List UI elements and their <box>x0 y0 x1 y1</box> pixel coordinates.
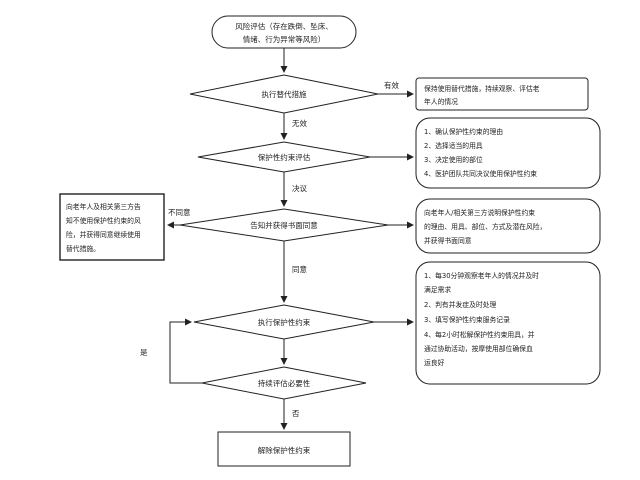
note2-line-2: 2、选择适当的用具 <box>424 141 483 150</box>
loop-yes-label: 是 <box>140 348 148 357</box>
note1-box <box>415 77 589 111</box>
left-box-line-4: 替代措施。 <box>66 244 100 253</box>
note1-line-2: 年人的情况 <box>424 97 458 106</box>
start-line-1: 风险评估（存在跌倒、坠床、 <box>235 21 333 31</box>
left-box <box>59 193 165 261</box>
note4-line-3: 2、判有并发症及时处理 <box>424 300 496 309</box>
step4-label: 执行保护性约束 <box>258 317 311 327</box>
start-line-2: 情绪、行为异常等风险） <box>243 34 326 44</box>
step5-no-label: 否 <box>292 409 300 418</box>
note4-line-4: 3、填写保护性约束服务记录 <box>424 315 510 324</box>
step3-yes-label: 同意 <box>292 264 307 274</box>
left-box-line-1: 向老年人及相关第三方告 <box>66 202 141 211</box>
step5-label: 持续评估必要性 <box>258 378 311 388</box>
step2-label: 保护性约束评估 <box>258 152 311 162</box>
left-box-line-2: 知不使用保护性约束的风 <box>66 216 141 225</box>
step2-out-label: 决议 <box>292 183 307 193</box>
note4-line-2: 满足需求 <box>424 285 451 294</box>
note2-line-1: 1、确认保护性约束的理由 <box>424 127 503 136</box>
note2-line-3: 3、决定使用的部位 <box>424 155 483 164</box>
end-node <box>217 431 351 467</box>
connector-loop-back <box>169 318 202 384</box>
step1-yes-label: 有效 <box>384 80 399 90</box>
note3-line-1: 向老年人/相关第三方说明保护性约束 <box>424 208 535 217</box>
note2-box <box>415 117 601 189</box>
left-box-line-3: 险，并获得同意继续使用 <box>66 230 141 239</box>
note4-line-7: 运良好 <box>424 358 445 367</box>
note4-box <box>415 261 601 385</box>
note4-line-6: 通过协助活动，按摩使用部位确保血 <box>424 344 533 353</box>
note1-line-1: 保持使用替代措施，持续观察、评估老 <box>424 84 540 93</box>
step3-no-label: 不同意 <box>168 207 191 217</box>
note2-line-4: 4、医护团队共同决议使用保护性约束 <box>424 169 537 178</box>
note3-line-3: 并获得书面同意 <box>424 236 472 245</box>
step3-label: 告知并获得书面同意 <box>250 220 318 230</box>
end-label: 解除保护性约束 <box>258 445 311 455</box>
step1-no-label: 无效 <box>292 118 307 128</box>
step1-label: 执行替代措施 <box>262 89 307 99</box>
note4-line-5: 4、每2小时松解保护性约束用具，并 <box>424 330 535 339</box>
note3-line-2: 的理由、用具、部位、方式及潜在风险， <box>424 222 546 231</box>
note3-box <box>415 198 601 254</box>
note4-line-1: 1、每30分钟观察老年人的情况并及时 <box>424 271 539 280</box>
